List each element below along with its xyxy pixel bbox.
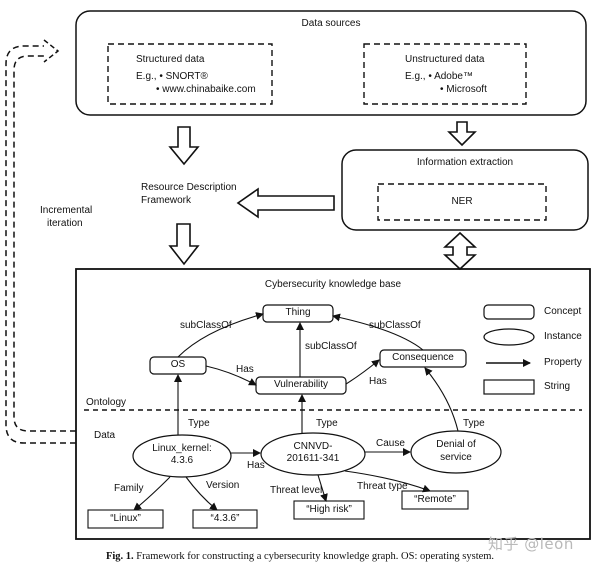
node-cnnvd <box>260 432 366 476</box>
knowledge-base-box <box>75 268 591 540</box>
unstructured-data-box <box>363 43 527 105</box>
edge-label-subclassof-right: subClassOf <box>369 320 421 331</box>
loop-arrowhead-icon <box>43 39 60 63</box>
edge-label-type-os: Type <box>188 418 210 429</box>
ner-box <box>377 183 547 221</box>
structured-data-box <box>107 43 273 105</box>
node-high-risk-string <box>293 500 365 520</box>
node-linux-kernel-line1: Linux_kernel: <box>152 443 212 454</box>
unstructured-data-title: Unstructured data <box>405 54 485 65</box>
unstructured-data-item2: • Microsoft <box>440 84 487 95</box>
legend-concept-shape <box>483 304 535 320</box>
data-label: Data <box>94 430 116 441</box>
caption-label: Fig. 1. <box>105 551 134 562</box>
node-denial-line2: service <box>440 452 472 463</box>
incremental-iteration-loop <box>13 55 76 432</box>
edge-label-has-os-vuln: Has <box>236 364 254 375</box>
ner-label: NER <box>451 196 473 207</box>
incremental-line1: Incremental <box>40 205 93 216</box>
node-version-string <box>192 509 258 529</box>
edge-label-has-linux-cnnvd: Has <box>247 460 265 471</box>
node-thing-label: Thing <box>285 307 311 318</box>
structured-data-item2: • www.chinabaike.com <box>156 84 256 95</box>
node-version-string-label: “4.3.6” <box>210 513 240 524</box>
caption-text: Framework for constructing a cybersecuri… <box>136 551 495 562</box>
legend-property-label: Property <box>544 357 582 368</box>
edge-label-cause: Cause <box>376 438 405 449</box>
double-arrow-ie-kb-icon <box>442 231 478 271</box>
edge-label-subclassof-mid: subClassOf <box>305 341 357 352</box>
info-extraction-title: Information extraction <box>416 157 514 168</box>
edge-label-has-vuln-cons: Has <box>369 376 387 387</box>
arrow-structured-to-rdf-icon <box>168 126 200 166</box>
node-denial-of-service <box>410 430 502 474</box>
edge-label-type-cons: Type <box>463 418 485 429</box>
ontology-label: Ontology <box>86 397 127 408</box>
edge-denial-type-consequence <box>424 367 459 432</box>
arrow-rdf-to-kb-icon <box>168 223 200 266</box>
rdf-line1: Resource Description <box>141 182 237 193</box>
node-cnnvd-line1: CNNVD- <box>293 441 333 452</box>
arrow-ie-to-rdf-icon <box>236 187 335 219</box>
edge-label-version: Version <box>206 480 240 491</box>
incremental-iteration-loop-inner <box>5 45 76 444</box>
figure-caption: Fig. 1. Framework for constructing a cyb… <box>0 551 600 562</box>
node-linux-string-label: “Linux” <box>110 513 141 524</box>
node-high-risk-label: “High risk” <box>306 504 352 515</box>
node-consequence-label: Consequence <box>392 352 454 363</box>
edge-label-type-vuln: Type <box>316 418 338 429</box>
node-remote-string <box>401 490 469 510</box>
legend-string-label: String <box>544 381 571 392</box>
rdf-line2: Framework <box>141 195 192 206</box>
legend-instance-shape <box>483 328 535 346</box>
incremental-line2: iteration <box>47 218 83 229</box>
arrow-unstructured-to-ie-icon <box>447 121 477 147</box>
structured-data-title: Structured data <box>136 54 205 65</box>
edge-linux-version <box>185 476 218 511</box>
edge-label-family: Family <box>114 483 144 494</box>
node-os-label: OS <box>170 359 186 370</box>
node-linux-kernel-line2: 4.3.6 <box>170 455 194 466</box>
edge-vulnerability-has-consequence <box>345 359 380 385</box>
edge-consequence-subclassof-thing <box>332 313 424 351</box>
info-extraction-box <box>341 149 589 231</box>
legend-concept-label: Concept <box>544 306 582 317</box>
edge-label-threat-level: Threat level <box>270 485 323 496</box>
edge-cnnvd-threat-level <box>317 474 328 502</box>
node-remote-label: “Remote” <box>414 494 456 505</box>
edge-label-threat-type: Threat type <box>357 481 408 492</box>
edge-os-has-vulnerability <box>205 365 257 386</box>
edge-label-subclassof-left: subClassOf <box>180 320 232 331</box>
legend-instance-label: Instance <box>544 331 582 342</box>
data-sources-box <box>75 10 587 116</box>
legend-string-shape <box>483 379 535 395</box>
edge-cnnvd-threat-type <box>344 470 431 493</box>
node-linux-string <box>87 509 164 529</box>
node-linux-kernel <box>132 434 232 478</box>
data-sources-title: Data sources <box>301 18 361 29</box>
node-cnnvd-line2: 201611-341 <box>286 453 340 464</box>
structured-data-eg: E.g., • SNORT® <box>136 71 208 82</box>
node-vulnerability-label: Vulnerability <box>273 379 329 390</box>
edge-os-subclassof-thing <box>177 312 264 358</box>
edge-linux-family <box>133 476 171 511</box>
kb-title: Cybersecurity knowledge base <box>264 279 402 290</box>
watermark: 知乎 @leon <box>488 535 574 553</box>
unstructured-data-eg: E.g., • Adobe™ <box>405 71 473 82</box>
node-denial-line1: Denial of <box>436 439 476 450</box>
